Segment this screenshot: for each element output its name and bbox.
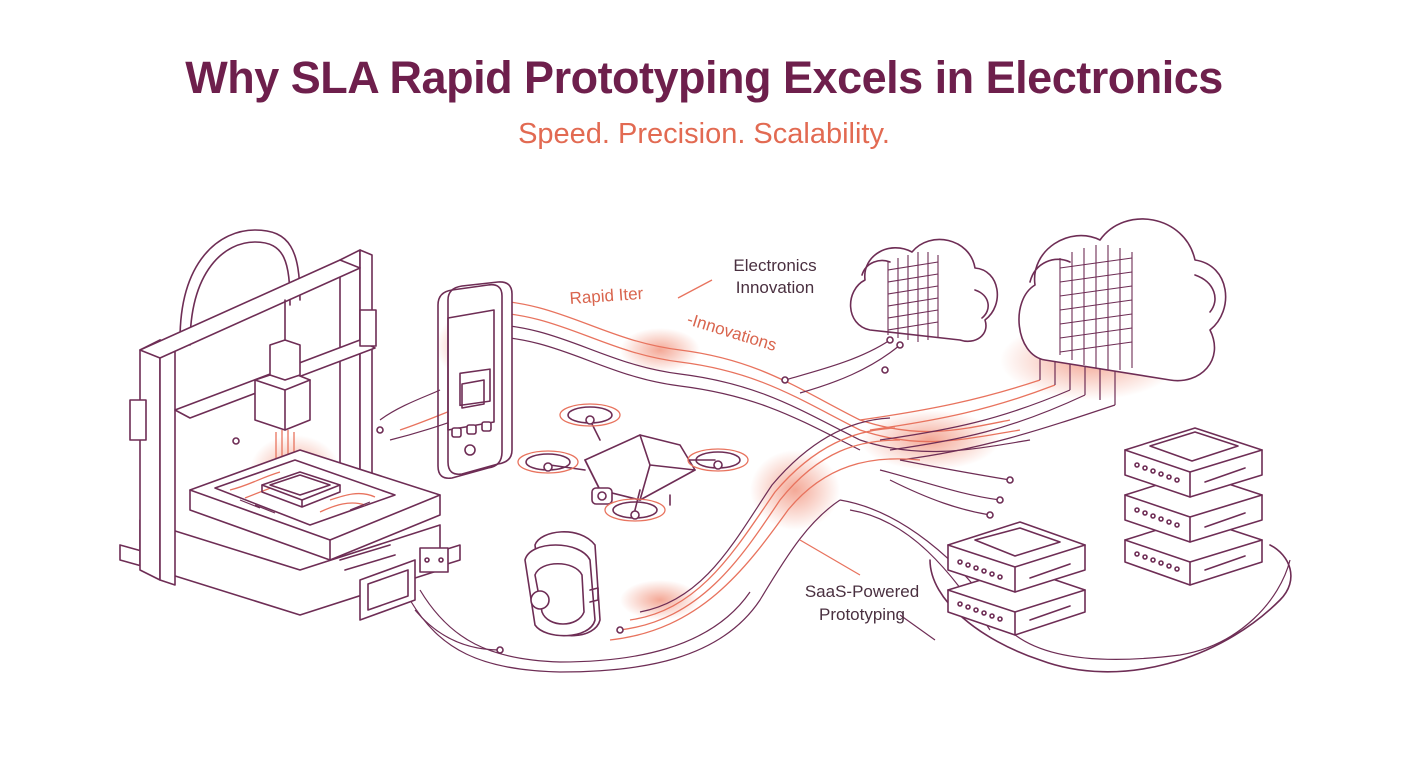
drone-icon — [517, 403, 749, 522]
server-icon — [929, 521, 1292, 673]
page-subtitle: Speed. Precision. Scalability. — [518, 118, 890, 150]
label-leaders — [677, 279, 713, 299]
label-rapid-iter: Rapid Iter — [569, 284, 644, 308]
smartwatch-icon — [524, 531, 601, 637]
cloud-icon — [1018, 218, 1227, 382]
label-electronics-innovation-1: Electronics — [733, 256, 816, 275]
3d-printer-icon — [119, 229, 461, 621]
cloud-icon — [849, 238, 999, 342]
label-electronics-innovation-2: Innovation — [736, 278, 814, 297]
circuit-traces — [379, 299, 1291, 673]
label-saas-powered-2: Prototyping — [819, 605, 905, 624]
page-title: Why SLA Rapid Prototyping Excels in Elec… — [185, 52, 1223, 103]
smartphone-icon — [437, 281, 513, 480]
label-saas-powered-1: SaaS-Powered — [805, 582, 919, 601]
diagram-labels: Electronics Innovation Rapid Iter -Innov… — [569, 256, 919, 624]
server-icon — [1124, 427, 1263, 586]
